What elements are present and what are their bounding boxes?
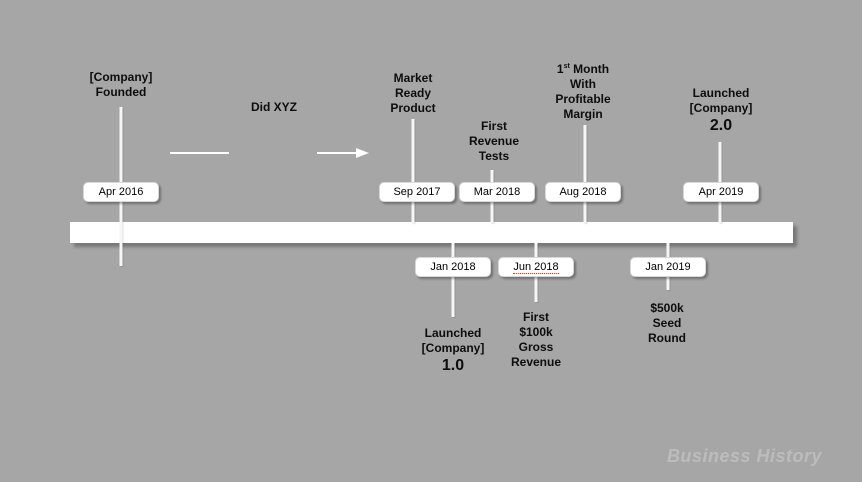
event-title-launched-2-0: Launched [Company] 2.0 [690, 86, 753, 135]
connector-launched-1-0 [451, 243, 455, 317]
event-title-first-100k: First $100k Gross Revenue [510, 310, 562, 369]
ordinal-number: 1 [556, 62, 564, 76]
date-chip-jan-2019: Jan 2019 [630, 257, 706, 277]
event-title-company-founded: [Company] Founded [89, 70, 153, 99]
version-number: 2.0 [709, 117, 733, 134]
title-rest: Month With Profitable Margin [555, 62, 611, 121]
date-chip-apr-2019: Apr 2019 [683, 182, 759, 202]
date-text-with-spellcheck-underline: Jun 2018 [513, 261, 559, 274]
event-title-launched-1-0: Launched [Company] 1.0 [422, 326, 485, 375]
progress-arrow-segment-1 [170, 152, 229, 154]
title-text: Launched [Company] [421, 326, 485, 355]
date-chip-mar-2018: Mar 2018 [459, 182, 535, 202]
event-title-first-revenue-tests: First Revenue Tests [468, 119, 520, 163]
annotation-did-xyz: Did XYZ [250, 100, 298, 114]
date-chip-aug-2018: Aug 2018 [545, 182, 621, 202]
connector-first-profitable-month [583, 125, 587, 223]
event-title-seed-round: $500k Seed Round [648, 301, 686, 345]
version-number: 1.0 [441, 357, 465, 374]
event-title-first-profitable-month: 1st Month With Profitable Margin [555, 62, 610, 122]
date-chip-sep-2017: Sep 2017 [379, 182, 455, 202]
date-chip-jan-2018: Jan 2018 [415, 257, 491, 277]
ordinal-suffix: st [563, 63, 570, 70]
date-chip-jun-2018: Jun 2018 [498, 257, 574, 277]
connector-market-ready-product [411, 119, 415, 223]
title-text: Launched [Company] [689, 86, 753, 115]
watermark: Business History [666, 446, 822, 466]
progress-arrow-segment-2 [317, 152, 357, 154]
date-chip-apr-2016: Apr 2016 [83, 182, 159, 202]
progress-arrow-head-icon [356, 148, 369, 158]
event-title-market-ready-product: Market Ready Product [390, 71, 436, 115]
timeline-bar [70, 222, 793, 243]
